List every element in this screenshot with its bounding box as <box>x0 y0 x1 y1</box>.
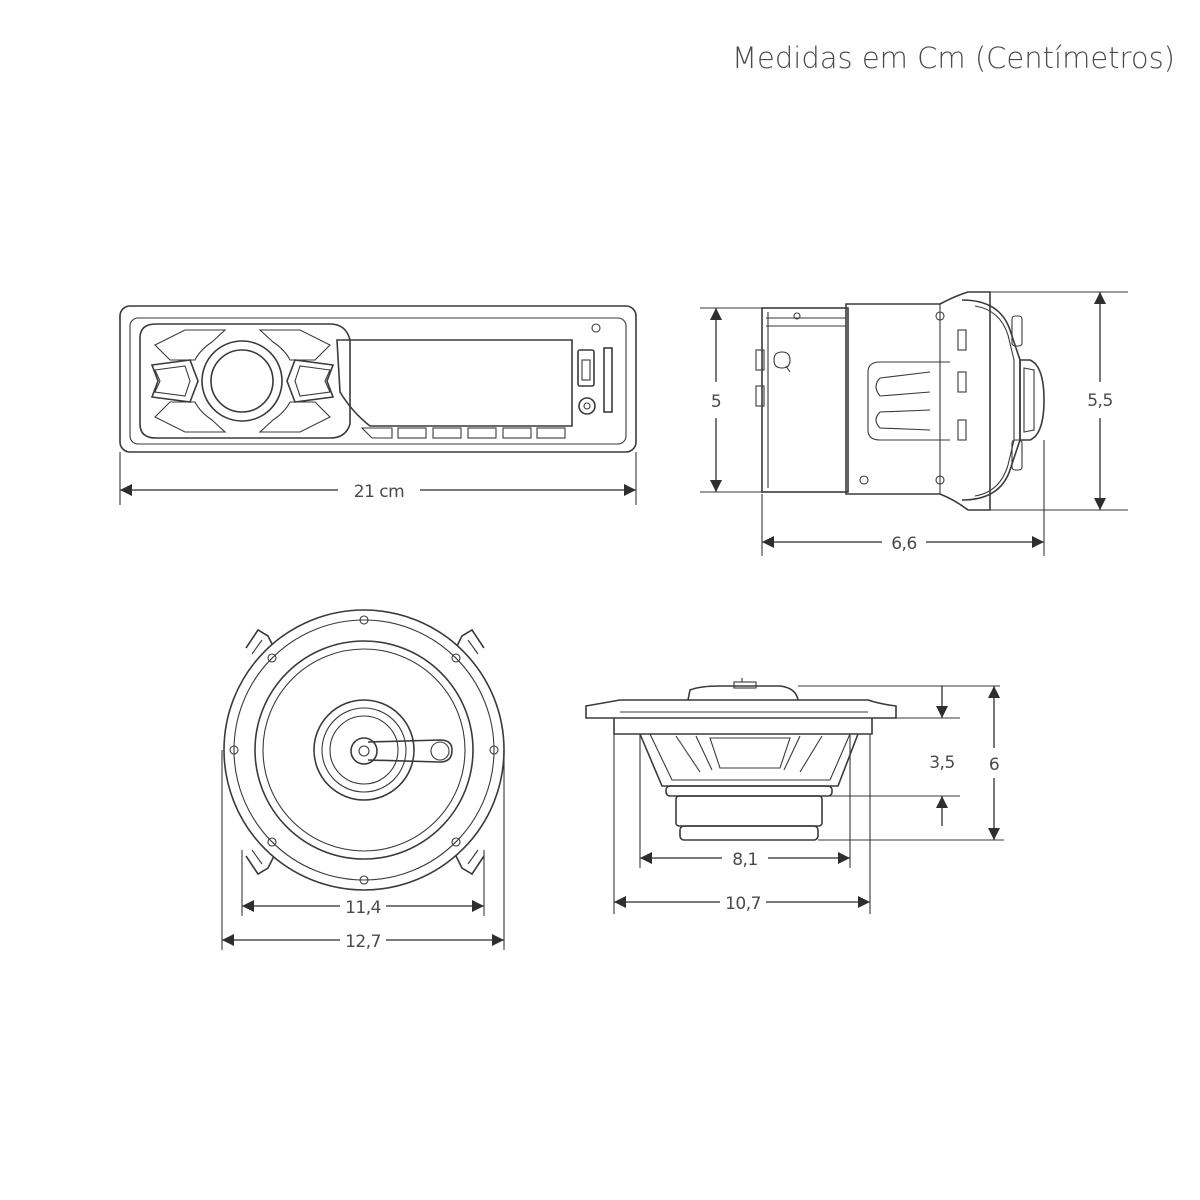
card-slot-icon <box>603 347 613 413</box>
speaker-outer-diameter-dimension: 12,7 <box>221 750 505 952</box>
radio-depth-dimension: 6,6 <box>761 440 1045 556</box>
radio-face-height-label: 5,5 <box>1087 391 1113 411</box>
radio-depth-label: 6,6 <box>891 534 917 554</box>
radio-face-height-dimension: 5,5 <box>990 291 1128 511</box>
speaker-magnet-width-dimension: 8,1 <box>639 734 851 870</box>
speaker-outer-diameter-label: 12,7 <box>345 932 381 952</box>
speaker-frame-width-dimension: 10,7 <box>613 734 871 914</box>
speaker-side-view <box>585 678 897 841</box>
speaker-total-height-dimension: 6 <box>818 686 1004 841</box>
speaker-frame-width-label: 10,7 <box>725 894 761 914</box>
radio-side-view <box>755 291 1045 511</box>
radio-width-label: 21 cm <box>354 482 404 502</box>
radio-height-dimension: 5 <box>700 307 762 493</box>
radio-height-label: 5 <box>711 392 721 412</box>
speaker-mount-depth-dimension: 3,5 <box>798 685 1000 826</box>
volume-knob-icon <box>201 340 283 422</box>
speaker-inner-diameter-label: 11,4 <box>345 898 381 918</box>
speaker-total-height-label: 6 <box>989 755 999 775</box>
aux-jack-icon <box>578 397 596 415</box>
speaker-magnet-width-label: 8,1 <box>732 850 758 870</box>
speaker-front-view <box>223 609 505 891</box>
radio-width-dimension: 21 cm <box>119 452 637 505</box>
usb-port-icon <box>577 349 595 387</box>
speaker-mount-depth-label: 3,5 <box>929 753 955 773</box>
radio-front-view <box>119 305 637 453</box>
speaker-inner-diameter-dimension: 11,4 <box>241 850 485 918</box>
units-note: Medidas em Cm (Centímetros) <box>732 41 1175 75</box>
